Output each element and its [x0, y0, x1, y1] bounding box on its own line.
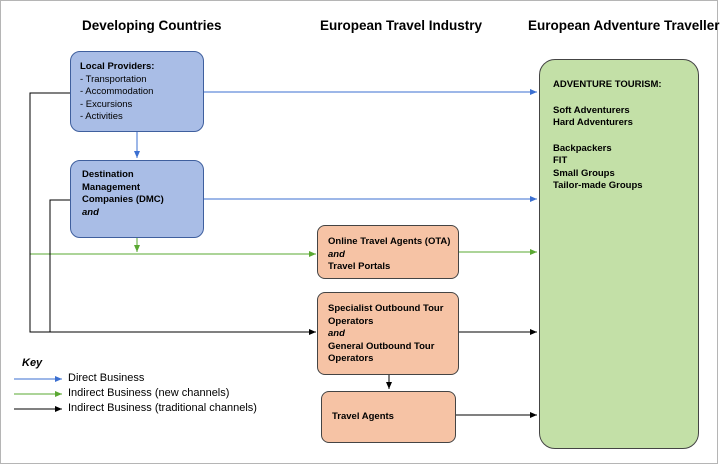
ota-box: Online Travel Agents (OTA) and Travel Po… — [317, 225, 459, 279]
local-providers-list: - Transportation - Accommodation - Excur… — [80, 74, 203, 124]
list-item: - Transportation — [80, 73, 147, 85]
list-item: FIT — [553, 155, 568, 166]
tour-operators-box: Specialist Outbound Tour Operators and G… — [317, 292, 459, 375]
key-label-direct: Direct Business — [68, 372, 145, 384]
header-european-travel-industry: European Travel Industry — [320, 18, 483, 33]
operators-and: and — [328, 328, 345, 339]
list-item: Hard Adventurers — [553, 117, 633, 128]
adventure-title: ADVENTURE TOURISM: — [553, 79, 662, 90]
line-local-traditional — [29, 92, 310, 333]
travel-agents-label: Travel Agents — [332, 410, 394, 422]
key-label-indirect-traditional: Indirect Business (traditional channels) — [68, 402, 257, 414]
dmc-box: Destination Management Companies (DMC) a… — [70, 160, 204, 238]
line-dmc-traditional — [49, 199, 70, 332]
operators-line-4: Operators — [328, 353, 374, 364]
local-providers-box: Local Providers: - Transportation - Acco… — [70, 51, 204, 132]
ota-and: and — [328, 248, 345, 260]
dmc-and: and — [82, 206, 99, 218]
operators-line-1: Specialist Outbound Tour — [328, 303, 444, 314]
list-item: Backpackers — [553, 142, 612, 154]
list-item: - Activities — [80, 111, 123, 122]
list-item: Soft Adventurers — [553, 104, 630, 116]
dmc-line-2: Management — [82, 181, 141, 193]
ota-line-1: Online Travel Agents (OTA) — [328, 236, 451, 247]
dmc-line-1: Destination — [82, 169, 134, 180]
key-title: Key — [22, 357, 43, 369]
list-item: Small Groups — [553, 167, 615, 179]
header-european-adventure-travellers: European Adventure Travellers — [528, 18, 720, 33]
local-providers-title: Local Providers: — [80, 61, 155, 72]
travel-agents-box: Travel Agents — [321, 391, 456, 443]
adventure-tourism-box: ADVENTURE TOURISM: Soft Adventurers Hard… — [539, 59, 699, 449]
header-developing-countries: Developing Countries — [82, 18, 222, 33]
list-item: - Accommodation — [80, 86, 154, 97]
key-label-indirect-new: Indirect Business (new channels) — [68, 387, 230, 399]
list-item: - Excursions — [80, 98, 133, 110]
operators-line-3: General Outbound Tour — [328, 340, 435, 352]
list-item: Tailor-made Groups — [553, 180, 643, 191]
operators-line-2: Operators — [328, 315, 374, 327]
ota-line-2: Travel Portals — [328, 261, 391, 272]
dmc-line-3: Companies (DMC) — [82, 194, 164, 205]
